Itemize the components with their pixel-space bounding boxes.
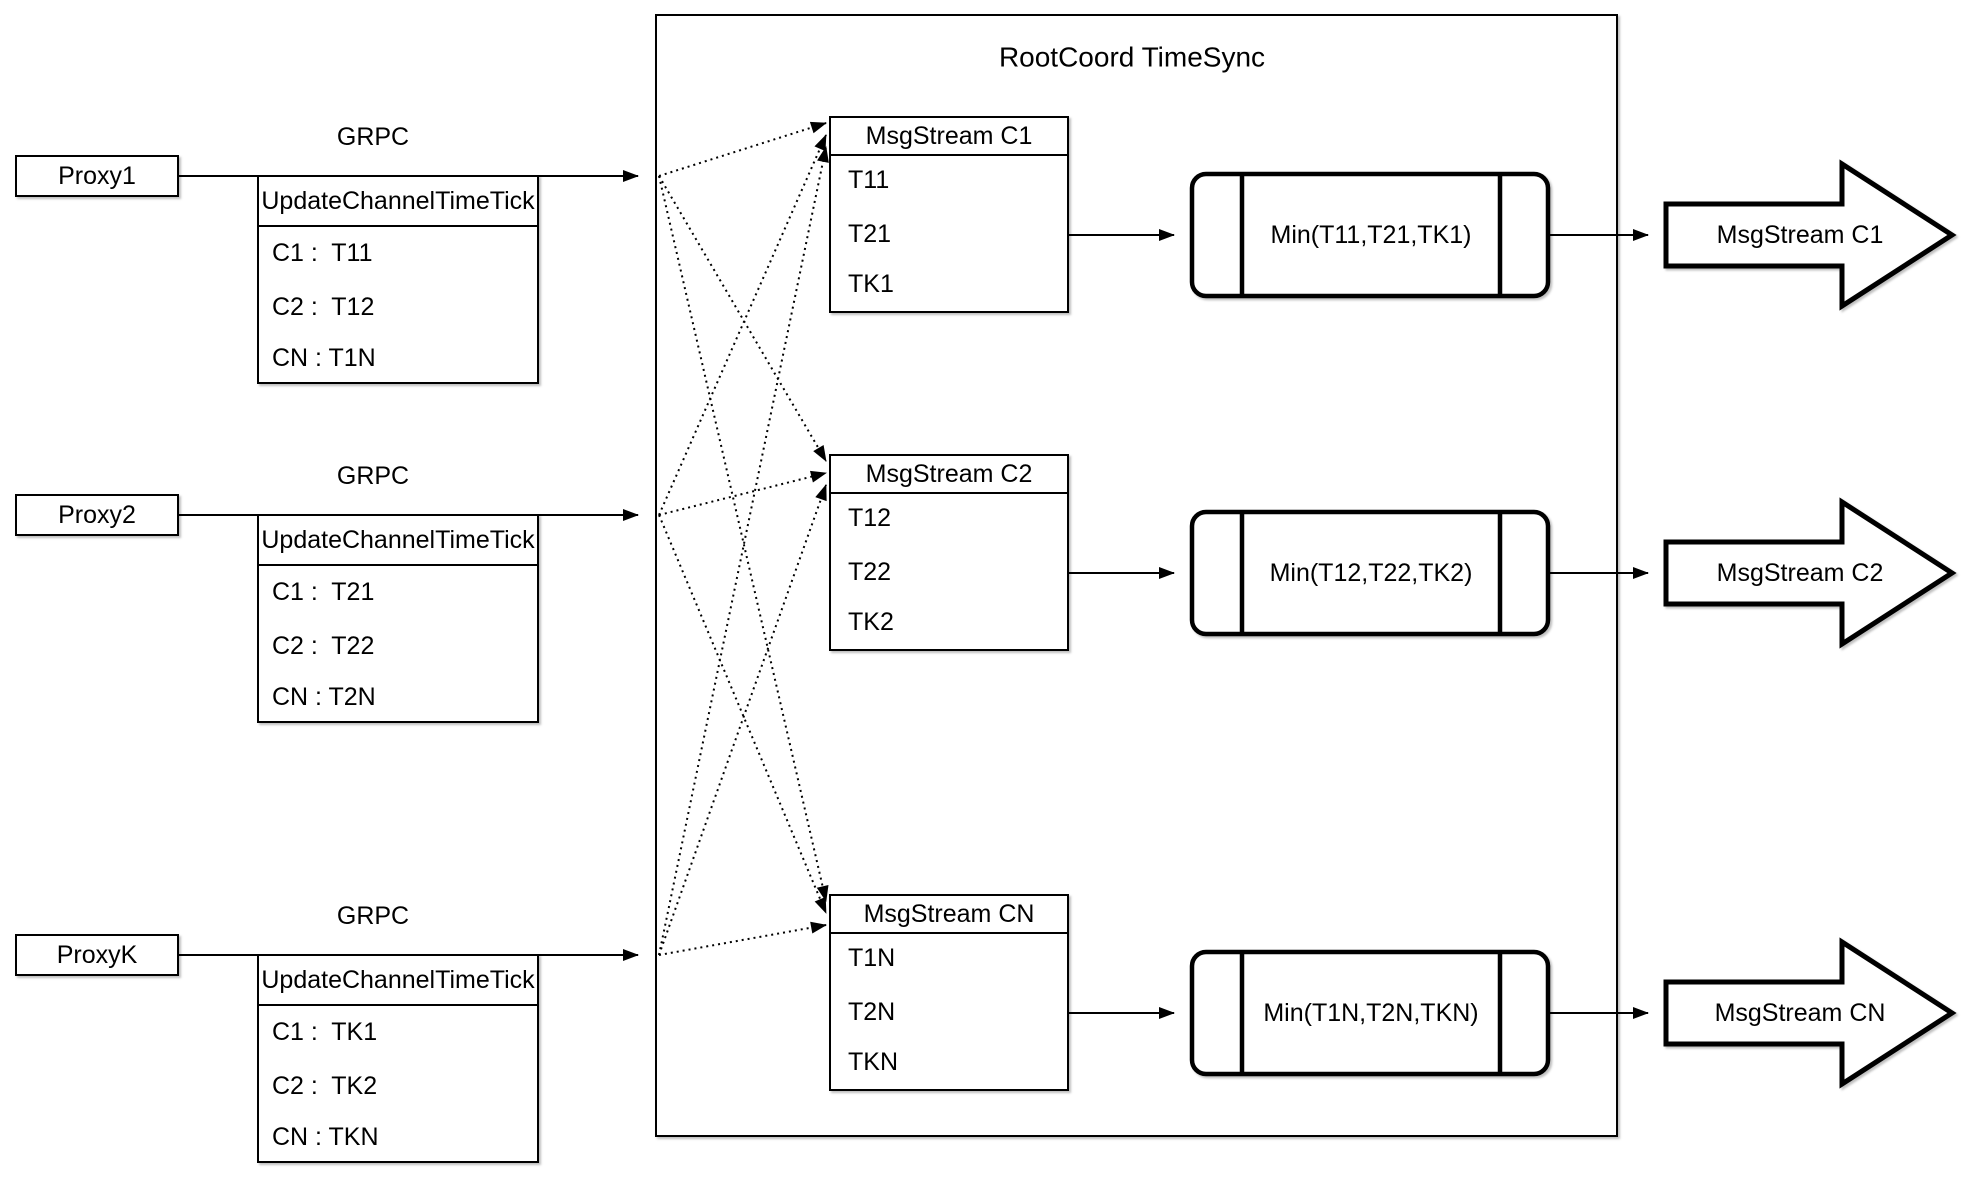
timetick-fanout-arrows: [658, 121, 829, 956]
msgstream-c2-header: MsgStream C2: [866, 460, 1033, 488]
msgstream-c1-table: [829, 116, 1069, 313]
proxyk-label: ProxyK: [57, 941, 138, 969]
proxy1-timetick-table: [257, 175, 539, 384]
stream-lane-2: MsgStream C2 T12 T22 TK2 Min(T12,T22,TK2…: [829, 454, 1957, 651]
msgstream-cn-tick: T2N: [848, 998, 895, 1026]
msgstream-cn-tick: TKN: [848, 1048, 898, 1076]
msgstream-c2-tick: T22: [848, 558, 891, 586]
proxy2-box: [15, 494, 179, 536]
msgstream-c1-tick: T11: [848, 166, 889, 194]
proxy1-label: Proxy1: [58, 162, 136, 190]
dotted-arrow-p1-cn: [658, 175, 829, 902]
proxy2-table-header: UpdateChannelTimeTick: [261, 526, 535, 554]
grpc-label-3: GRPC: [337, 902, 409, 930]
msgstream-cn-table: [829, 894, 1069, 1091]
min-cn-label: Min(T1N,T2N,TKN): [1263, 999, 1478, 1027]
proxy2-table-row: C1 : T21: [272, 578, 374, 606]
msgstream-c2-out-label: MsgStream C2: [1717, 559, 1884, 587]
msgstream-c2-out-arrow: [1663, 497, 1957, 649]
proxy2-table-row: CN : T2N: [272, 683, 376, 711]
proxyk-timetick-table: [257, 954, 539, 1163]
rootcoord-timesync-title: RootCoord TimeSync: [999, 42, 1265, 73]
msgstream-c2-tick: T12: [848, 504, 891, 532]
proxy1-table-row: C2 : T12: [272, 293, 374, 321]
proxy1-table-row: C1 : T11: [272, 239, 373, 267]
msgstream-cn-out-arrow: [1663, 937, 1957, 1089]
dotted-arrow-pk-c2: [658, 484, 827, 956]
msgstream-c1-header: MsgStream C1: [866, 122, 1033, 150]
proxyk-table-header: UpdateChannelTimeTick: [261, 966, 535, 994]
msgstream-c2-table: [829, 454, 1069, 651]
grpc-label-2: GRPC: [337, 462, 409, 490]
min-c2-label: Min(T12,T22,TK2): [1270, 559, 1473, 587]
proxyk-table-row: C2 : TK2: [272, 1072, 377, 1100]
msgstream-cn-out-label: MsgStream CN: [1715, 999, 1886, 1027]
proxy-row-3: ProxyK GRPC UpdateChannelTimeTick C1 : T…: [15, 902, 639, 1163]
grpc-label-1: GRPC: [337, 123, 409, 151]
proxy-row-1: Proxy1 GRPC UpdateChannelTimeTick C1 : T…: [15, 123, 639, 384]
proxy2-table-row: C2 : T22: [272, 632, 374, 660]
msgstream-c1-tick: TK1: [848, 270, 894, 298]
proxyk-box: [15, 934, 179, 976]
proxy1-box: [15, 155, 179, 197]
msgstream-c1-tick: T21: [848, 220, 891, 248]
dotted-arrow-pk-cn: [658, 921, 827, 956]
proxy2-timetick-table: [257, 514, 539, 723]
proxyk-table-row: C1 : TK1: [272, 1018, 377, 1046]
msgstream-c2-tick: TK2: [848, 608, 894, 636]
proxy1-table-row: CN : T1N: [272, 344, 376, 372]
msgstream-cn-tick: T1N: [848, 944, 895, 972]
msgstream-c1-out-label: MsgStream C1: [1717, 221, 1884, 249]
dotted-arrow-p1-c2: [658, 175, 827, 462]
min-c1-label: Min(T11,T21,TK1): [1271, 221, 1472, 249]
proxyk-table-row: CN : TKN: [272, 1123, 379, 1151]
proxy1-table-header: UpdateChannelTimeTick: [261, 187, 535, 215]
stream-lane-1: MsgStream C1 T11 T21 TK1 Min(T11,T21,TK1…: [829, 116, 1957, 313]
stream-lane-3: MsgStream CN T1N T2N TKN Min(T1N,T2N,TKN…: [829, 894, 1957, 1091]
msgstream-cn-header: MsgStream CN: [864, 900, 1035, 928]
msgstream-c1-out-arrow: [1663, 159, 1957, 311]
proxy-row-2: Proxy2 GRPC UpdateChannelTimeTick C1 : T…: [15, 462, 639, 723]
proxy2-label: Proxy2: [58, 501, 136, 529]
